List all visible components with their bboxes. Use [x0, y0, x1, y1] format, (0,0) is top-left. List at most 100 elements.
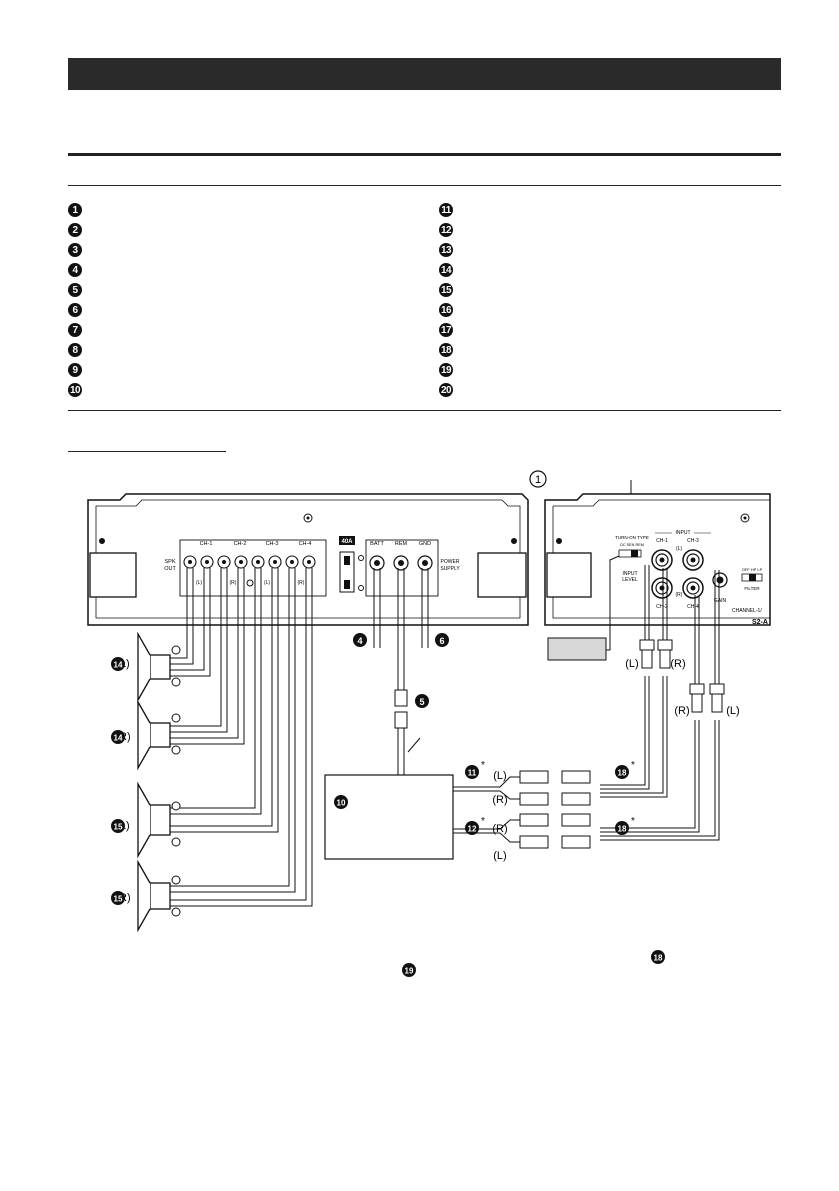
list-bottom-rule [68, 410, 781, 411]
sub-label-r: (R) [298, 580, 305, 586]
part-number: 5 [68, 283, 82, 297]
marker-18: 18 [651, 950, 665, 964]
ch3-label: CH-3 [687, 538, 699, 544]
marker-15: 15 [111, 891, 125, 905]
part-number: 10 [68, 383, 82, 397]
ch1-label: CH-1 [656, 538, 668, 544]
rca-label-r: (R) [674, 705, 689, 717]
part-number: 20 [439, 383, 453, 397]
part-number: 16 [439, 303, 453, 317]
input-header: INPUT [676, 530, 691, 536]
marker-18: 18 [615, 821, 629, 835]
filter-options: OFF HP LP [742, 567, 763, 572]
rca-label-r: (R) [492, 794, 507, 806]
power-supply-label: SUPPLY [440, 566, 460, 572]
svg-text:12: 12 [468, 825, 477, 834]
marker-15: 15 [111, 819, 125, 833]
svg-text:15: 15 [114, 895, 123, 904]
spk-out-label: SPK [164, 559, 175, 565]
marker-5: 5 [415, 694, 429, 708]
batt-label: BATT [370, 541, 384, 547]
power-supply-label: POWER [441, 559, 460, 565]
rca-label-l: (L) [493, 770, 506, 782]
input-r-label: (R) [676, 592, 683, 598]
rem-label: REM [395, 541, 408, 547]
part-number: 15 [439, 283, 453, 297]
asterisk: * [631, 816, 635, 827]
svg-text:18: 18 [654, 954, 663, 963]
wiring-diagram: 1 40A SPK OUT CH-1 CH-2 CH-3 CH-4 (L) (R… [87, 470, 771, 977]
spk-out-label: OUT [164, 566, 176, 572]
svg-text:4: 4 [357, 636, 362, 646]
part-list-right: 11 12 13 14 15 16 17 18 19 20 [439, 200, 453, 400]
svg-text:5: 5 [419, 697, 424, 707]
turn-on-type-label: TURN-ON TYPE [615, 535, 649, 540]
section-rule-thick [68, 153, 781, 156]
level-label: LEVEL [622, 577, 638, 583]
channel-label: CHANNEL-1/ [732, 608, 762, 614]
filter-label: FILTER [744, 586, 760, 591]
head-unit-box [324, 774, 454, 860]
part-number: 19 [439, 363, 453, 377]
part-number: 11 [439, 203, 453, 217]
gnd-label: GND [419, 541, 431, 547]
marker-19: 19 [402, 963, 416, 977]
ch2-label: CH-2 [656, 604, 668, 610]
part-number: 13 [439, 243, 453, 257]
input-label: INPUT [623, 571, 638, 577]
marker-14: 14 [111, 730, 125, 744]
part-number: 4 [68, 263, 82, 277]
marker-6: 6 [435, 633, 449, 647]
ch-label: CH-2 [234, 541, 247, 547]
grey-box [547, 637, 607, 661]
speaker-3 [137, 781, 181, 859]
part-number: 9 [68, 363, 82, 377]
ch-label: CH-4 [299, 541, 312, 547]
part-number: 1 [68, 203, 82, 217]
svg-text:18: 18 [618, 825, 627, 834]
callout-number: 1 [535, 474, 541, 486]
speaker-1 [137, 631, 181, 703]
ch-label: CH-1 [200, 541, 213, 547]
amplifier-right: TURN-ON TYPE DC SEN REM INPUT LEVEL INPU… [544, 493, 771, 626]
model-label: S2-A [752, 619, 768, 626]
speaker-2 [137, 699, 181, 771]
part-number: 2 [68, 223, 82, 237]
asterisk: * [481, 760, 485, 771]
subsection-underline [68, 451, 226, 452]
ch4-label: CH-4 [687, 604, 699, 610]
marker-4: 4 [353, 633, 367, 647]
part-list-left: 1 2 3 4 5 6 7 8 9 10 [68, 200, 82, 400]
svg-text:6: 6 [439, 636, 444, 646]
rca-label-l: (L) [726, 705, 739, 717]
part-number: 17 [439, 323, 453, 337]
sub-label-r: (R) [230, 580, 237, 586]
part-number: 3 [68, 243, 82, 257]
part-number: 7 [68, 323, 82, 337]
marker-14: 14 [111, 657, 125, 671]
asterisk: * [481, 816, 485, 827]
part-number: 18 [439, 343, 453, 357]
speaker-wires [170, 568, 313, 907]
sub-label-l: (L) [196, 580, 202, 586]
fuse-label: 40A [341, 539, 353, 545]
svg-text:14: 14 [114, 661, 123, 670]
rca-label-l: (L) [625, 658, 638, 670]
marker-10: 10 [334, 795, 348, 809]
svg-text:19: 19 [405, 967, 414, 976]
part-number: 6 [68, 303, 82, 317]
ch-label: CH-3 [266, 541, 279, 547]
list-top-rule [68, 185, 781, 186]
svg-text:15: 15 [114, 823, 123, 832]
part-number: 8 [68, 343, 82, 357]
marker-11: 11 [465, 765, 479, 779]
callout-circle [529, 470, 547, 488]
svg-text:18: 18 [618, 769, 627, 778]
svg-text:14: 14 [114, 734, 123, 743]
amplifier-left: 40A SPK OUT CH-1 CH-2 CH-3 CH-4 (L) (R) … [87, 493, 529, 626]
marker-18: 18 [615, 765, 629, 779]
rca-cables [453, 565, 720, 843]
marker-12: 12 [465, 821, 479, 835]
asterisk: * [631, 760, 635, 771]
part-number: 14 [439, 263, 453, 277]
